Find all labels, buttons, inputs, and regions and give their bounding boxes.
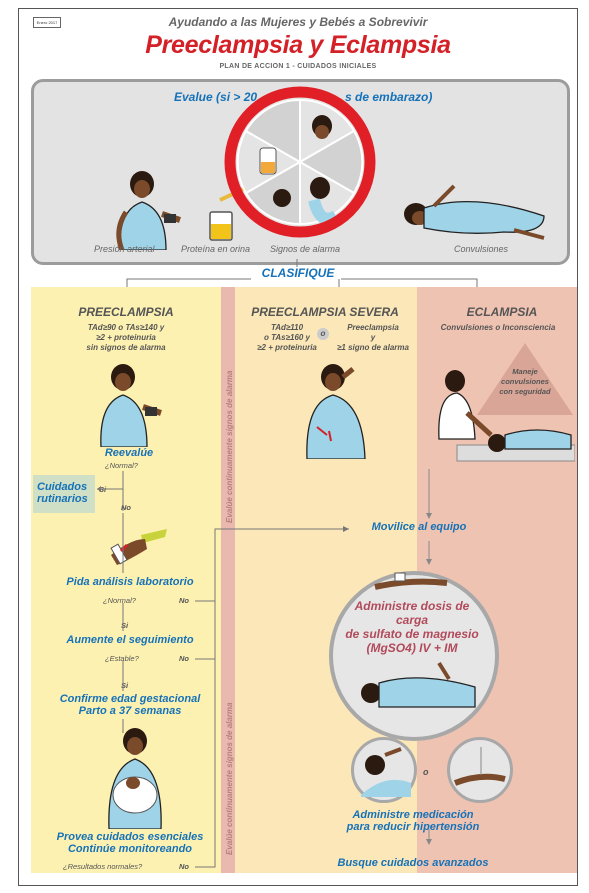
evaluate-panel: Evalue (si > 20 s de embarazo) Presión a… [31, 79, 570, 265]
left-flow-connectors [122, 513, 349, 868]
lab-step: Pida análisis laboratorio [66, 576, 194, 588]
poster-title: Preeclampsia y Eclampsia [145, 31, 451, 59]
poster-subtitle: Ayudando a las Mujeres y Bebés a Sobrevi… [168, 15, 428, 29]
urine-test-illustration [209, 182, 256, 241]
normal-question: ¿Normal? [105, 461, 138, 470]
oral-medication-illustration [361, 747, 411, 797]
classify-connectors [126, 259, 478, 287]
mgso4-circle [329, 571, 499, 741]
reevalue-illustration [100, 364, 162, 447]
no-label-2: No [179, 596, 189, 605]
eclampsia-heading: ECLAMPSIA [466, 305, 538, 319]
mobilize-team-step: Movilice al equipo [371, 521, 467, 533]
monitoring-step: Aumente el seguimiento [66, 634, 194, 646]
antihypertensive-step: Administre medicación para reducir hiper… [346, 809, 480, 833]
vertical-warning-label-top: Evalúe continuamente signos de alarma [225, 370, 234, 524]
no-label-1: No [121, 503, 131, 512]
routine-care-box: Cuidados rutinarios [33, 475, 95, 513]
date-box: Enero 2017 [33, 17, 61, 28]
caption-protein: Proteína en orina [181, 244, 251, 254]
results-question: ¿Resultados normales? [63, 862, 143, 871]
medication-circle-right [447, 737, 513, 803]
iv-arm-illustration [374, 572, 448, 590]
no-label-4: No [179, 862, 189, 871]
severe-illustration [306, 364, 366, 459]
yes-label-3: Si [121, 681, 129, 690]
caption-signs: Signos de alarma [270, 244, 341, 254]
action-plan-label: PLAN DE ACCION 1 - CUIDADOS INICIALES [219, 63, 377, 70]
warning-triangle [477, 343, 573, 415]
blood-pressure-illustration [116, 171, 181, 250]
manage-convulsions-text: Maneje convulsiones con seguridad [499, 367, 551, 396]
confirm-step: Confirme edad gestacional Parto a 37 sem… [59, 693, 201, 717]
caption-convulsions: Convulsiones [454, 244, 509, 254]
iv-medication-illustration [453, 747, 506, 786]
eclampsia-illustration [438, 370, 575, 462]
poster: Enero 2017 Ayudando a las Mujeres y Bebé… [18, 8, 578, 886]
preeclampsia-criteria: TAd≥90 o TAs≥140 y ≥2 + proteinuria sin … [86, 323, 166, 352]
essential-care-illustration [108, 728, 162, 829]
severe-heading: PREECLAMPSIA SEVERA [251, 305, 399, 319]
eclampsia-criteria: Convulsiones o Inconsciencia [440, 323, 556, 332]
caption-pressure: Presión arterial [94, 244, 155, 254]
essential-care-step: Provea cuidados esenciales Continúe moni… [56, 831, 204, 855]
yes-label-2: Si [121, 621, 129, 630]
or-badge-severe: o [317, 328, 329, 340]
or-label-medication: o [423, 767, 429, 777]
mgso4-step: Administre dosis de carga de sulfato de … [345, 599, 479, 655]
normal-question-2: ¿Normal? [103, 596, 136, 605]
severe-criteria-left: TAd≥110 o TAs≥160 y ≥2 + proteinuria [257, 323, 317, 352]
preeclampsia-heading: PREECLAMPSIA [78, 305, 174, 319]
severe-criteria-right: Preeclampsia y ≥1 signo de alarma [337, 323, 409, 352]
no-label-3: No [179, 654, 189, 663]
reevalue-step: Reevalúe [104, 447, 154, 459]
warning-signs-wheel [224, 86, 376, 238]
warning-strip [221, 287, 235, 873]
im-injection-illustration [361, 661, 476, 708]
advanced-care-step: Busque cuidados avanzados [337, 857, 489, 869]
classify-label: CLASIFIQUE [261, 266, 335, 280]
stable-question: ¿Estable? [105, 654, 139, 663]
decision-connector-1 [97, 471, 124, 511]
convulsions-illustration [404, 184, 545, 240]
